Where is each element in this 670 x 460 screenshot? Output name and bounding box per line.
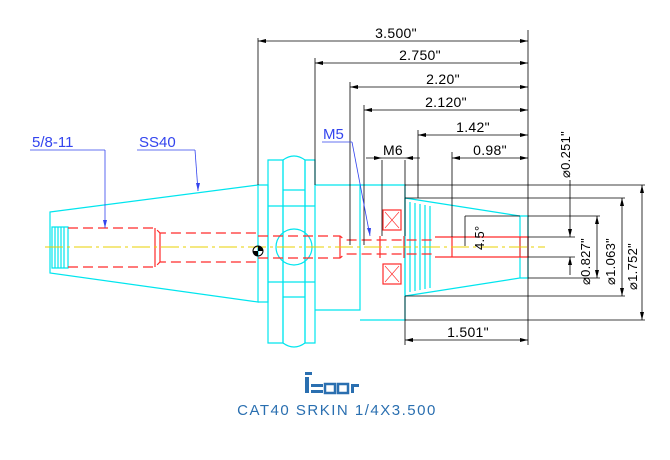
- dim-dia-0827: ⌀0.827": [578, 238, 593, 285]
- dim-2120: 2.120": [425, 94, 467, 110]
- callout-screw: M5: [323, 126, 344, 143]
- dim-m6: M6: [383, 142, 403, 158]
- dim-dia-1063: ⌀1.063": [603, 238, 618, 285]
- dim-220: 2.20": [426, 71, 460, 87]
- dim-dia-1752: ⌀1.752": [625, 243, 640, 290]
- dim-1501: 1.501": [447, 324, 489, 340]
- callout-thread: 5/8-11: [32, 134, 73, 151]
- dim-098: 0.98": [473, 142, 507, 158]
- dim-dia-0251: ⌀0.251": [558, 131, 573, 178]
- arrowheads: [103, 39, 644, 342]
- dim-142: 1.42": [456, 119, 490, 135]
- gauge-point-symbol: [252, 245, 264, 257]
- dimension-lines: [30, 30, 645, 345]
- dim-angle: 4.5°: [472, 226, 487, 250]
- drawing-title: CAT40 SRKIN 1/4X3.500: [237, 402, 437, 419]
- iscar-logo: [305, 372, 359, 395]
- dim-overall-length: 3.500": [375, 25, 417, 41]
- callout-taper: SS40: [139, 134, 176, 151]
- dim-2750: 2.750": [399, 47, 441, 63]
